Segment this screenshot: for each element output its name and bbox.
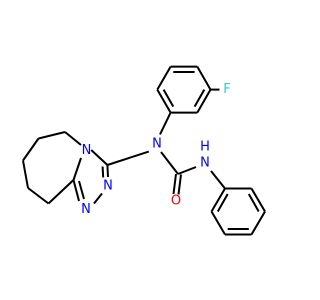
triazole-ring-bond [90, 149, 109, 166]
fluorophenyl-ring-bond [196, 89, 212, 114]
oxygen-atom-label: O [171, 194, 181, 209]
triazole-ring-bond [106, 164, 109, 178]
triazole-ring-bond [72, 179, 80, 202]
triazole-ring-double-bond [101, 166, 105, 178]
fluorophenyl-ring-bond [196, 66, 212, 91]
phenyl-ring-inner-bond [216, 193, 229, 212]
fluorophenyl-ring-inner-bond [162, 89, 175, 108]
ring-nitrogen-bond [159, 112, 172, 135]
azepane-ring-bond [27, 187, 50, 205]
azepane-ring-bond [64, 131, 82, 146]
amide-nitrogen-atom-label: N [200, 156, 210, 171]
nitrogen-atom-label: N [152, 137, 162, 152]
phenyl-ring-bond [250, 210, 266, 236]
amide-hydrogen-atom-label: H [200, 140, 210, 155]
azepane-ring-bond [22, 137, 40, 162]
molecule-structure-diagram: F N N H O N N N [22, 65, 266, 236]
carbonyl-double-bond [177, 174, 182, 195]
phenyl-ring-bond [210, 187, 226, 213]
atom-label-layer: F N N H O N N N [81, 82, 231, 217]
bond-layer [22, 65, 266, 236]
amide-nitrogen-phenyl-bond [210, 170, 226, 190]
nitrogen-carbonyl-bond [160, 151, 179, 175]
methylene-triazole-bond [107, 156, 131, 166]
triazole-nitrogen-2-label: N [103, 179, 113, 194]
phenyl-ring-inner-bond [247, 193, 260, 212]
carbonyl-amide-nitrogen-bond [177, 166, 197, 175]
triazole-ring-bond [72, 157, 82, 181]
triazole-nitrogen-1-label: N [82, 143, 92, 158]
azepane-ring-bond [22, 160, 29, 189]
triazole-ring-double-bond [78, 180, 85, 200]
triazole-nitrogen-3-label: N [81, 202, 91, 217]
phenyl-ring-bond [210, 210, 226, 236]
fluorine-atom-label: F [223, 82, 230, 97]
azepane-ring-bond [38, 131, 66, 140]
carbonyl-double-bond [172, 173, 177, 195]
phenyl-ring-bond [250, 187, 266, 213]
fluorophenyl-ring-inner-bond [193, 89, 206, 108]
fluorophenyl-ring-bond [156, 66, 172, 91]
azepane-ring-bond [47, 179, 75, 205]
fluorophenyl-ring-bond [156, 89, 172, 114]
triazole-ring-bond [93, 192, 103, 205]
nitrogen-methylene-bond [129, 150, 150, 159]
